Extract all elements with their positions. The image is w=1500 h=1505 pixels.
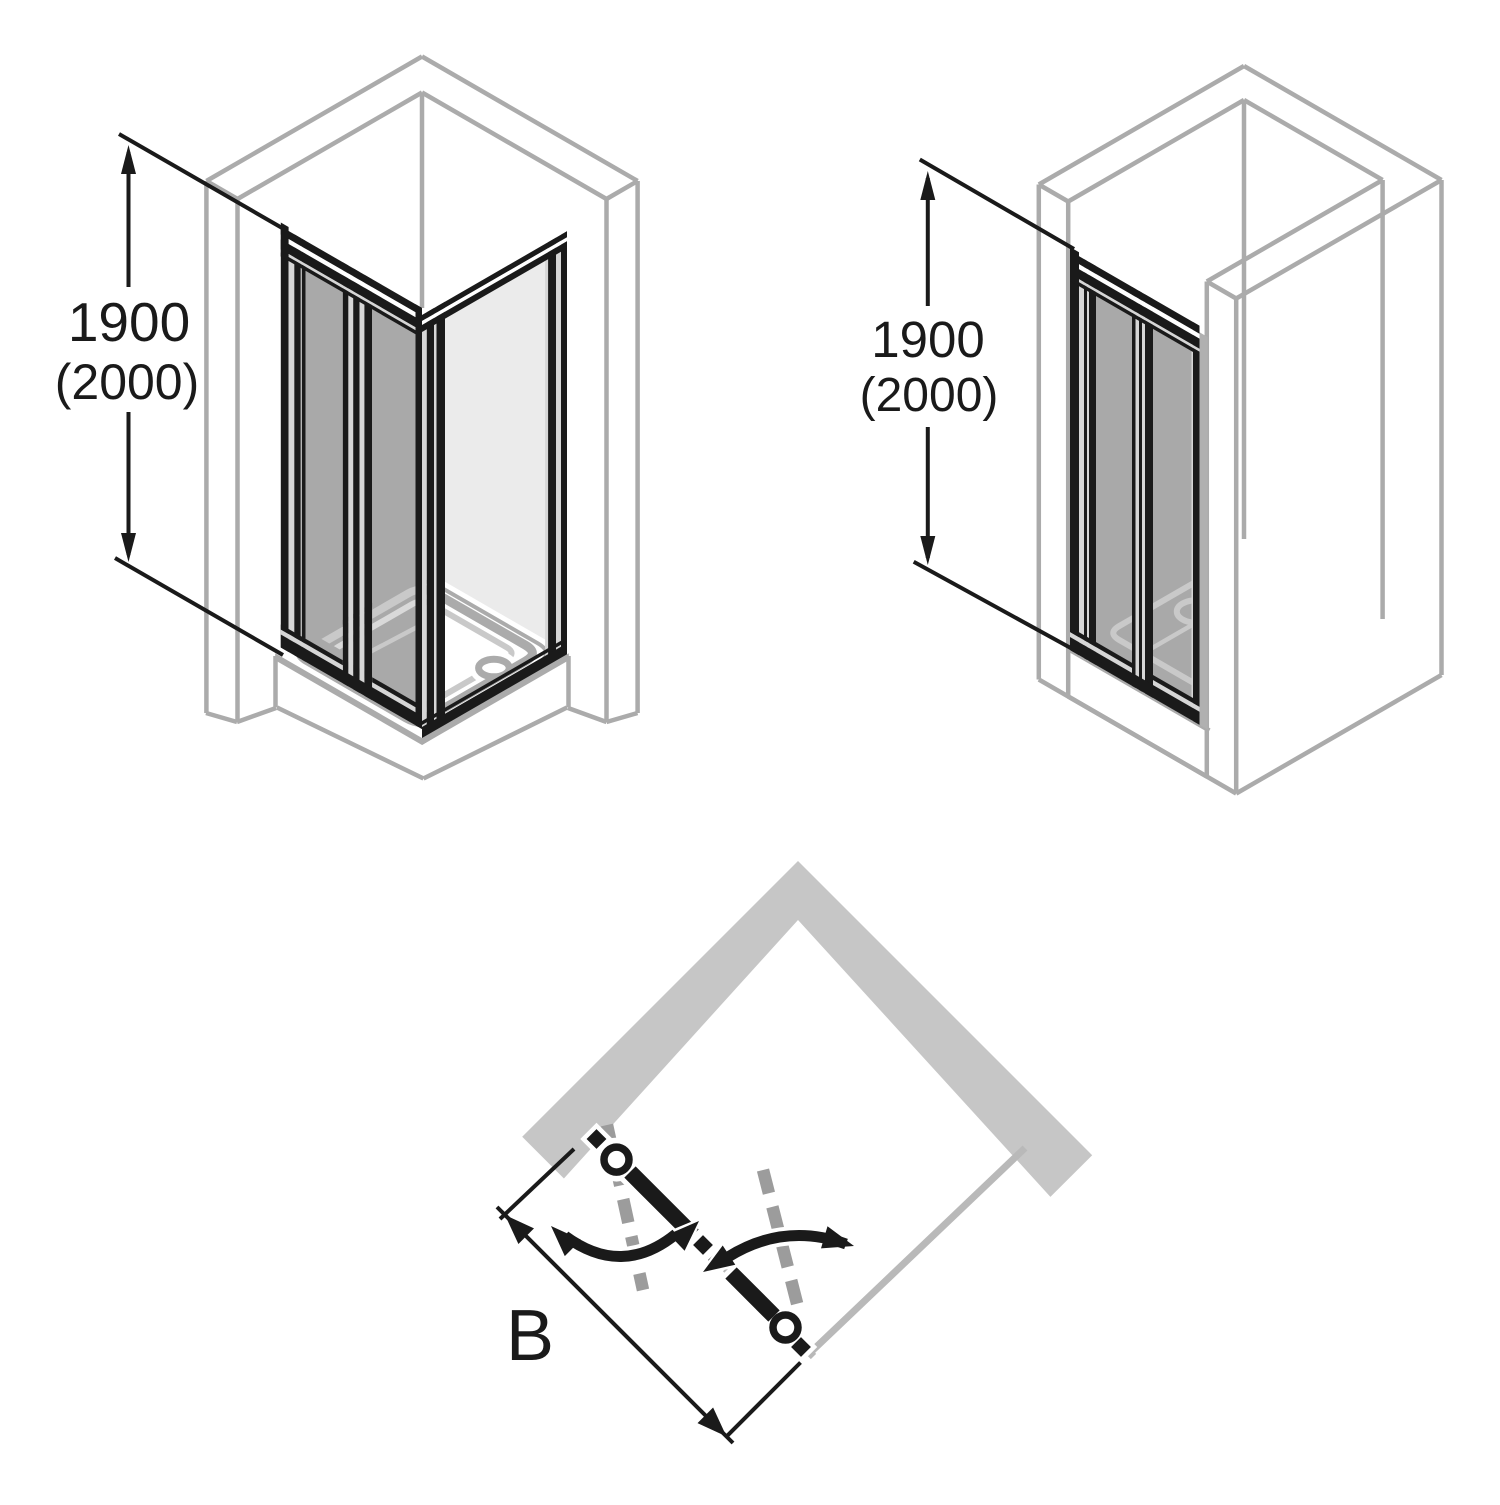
svg-text:B: B [506,1296,554,1376]
svg-text:1900: 1900 [871,311,984,368]
svg-text:(2000): (2000) [860,369,999,422]
svg-text:1900: 1900 [68,291,190,353]
svg-text:(2000): (2000) [55,354,200,410]
